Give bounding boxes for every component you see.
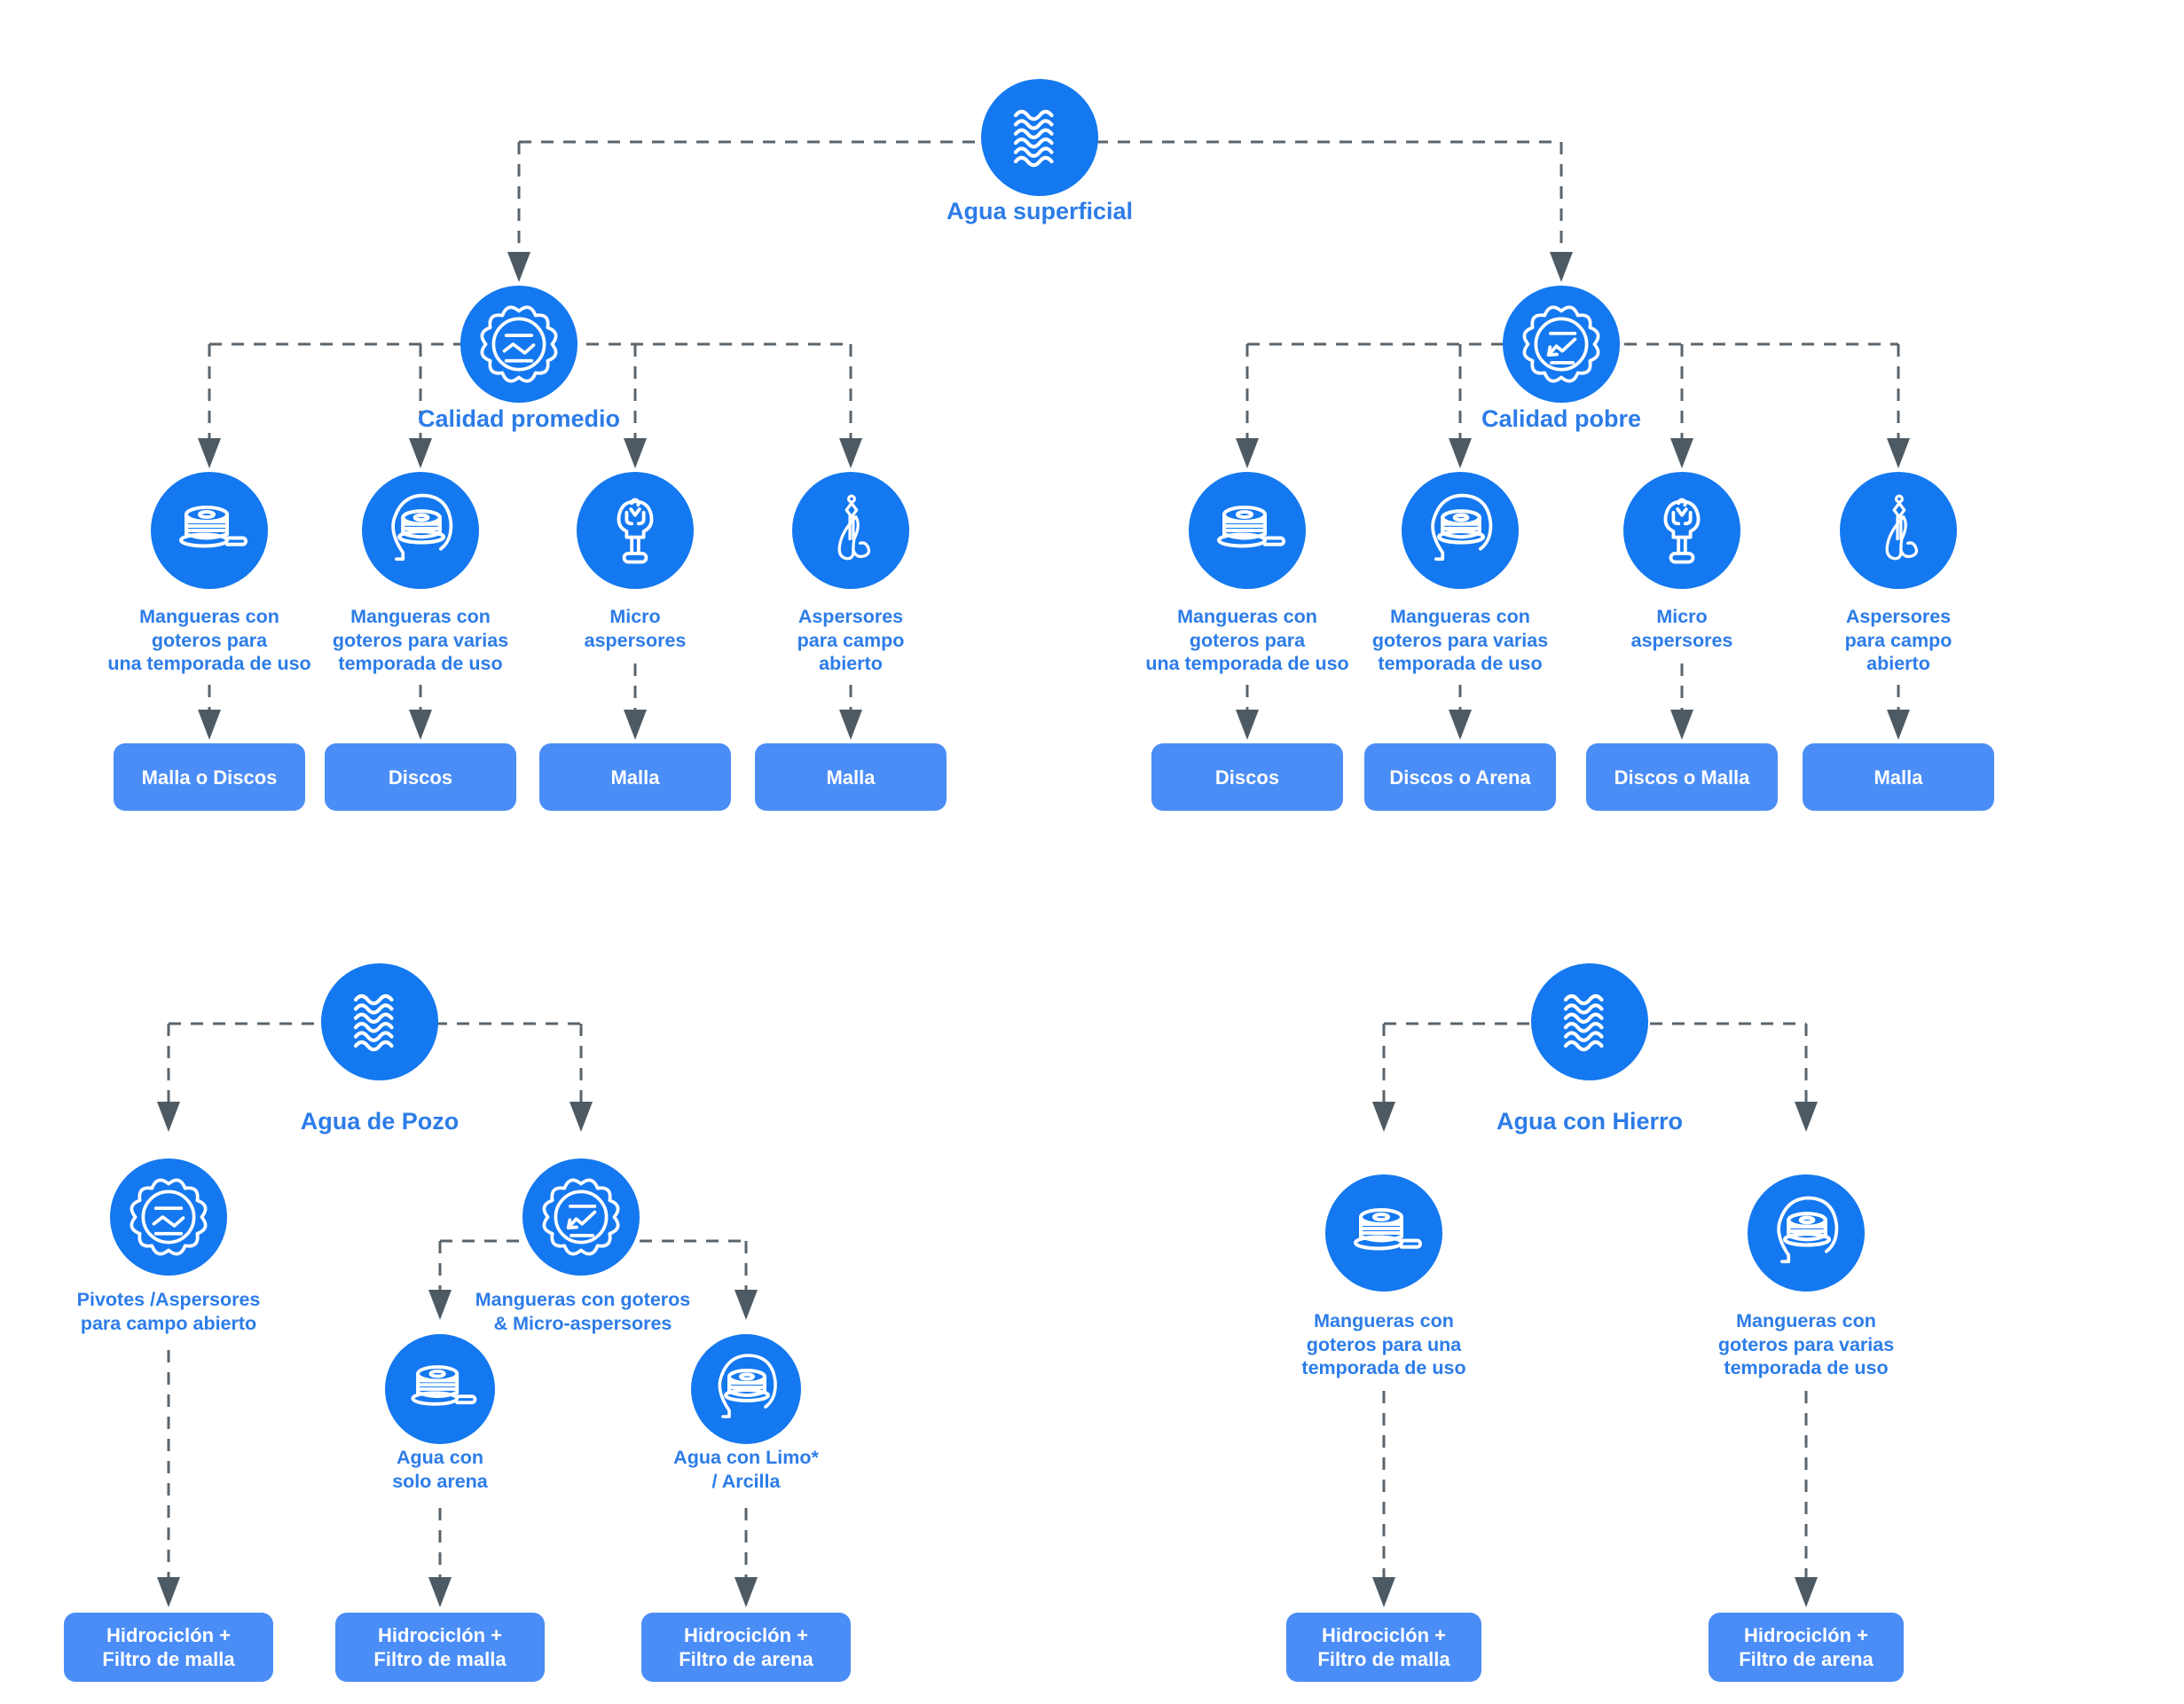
label-calidad-promedio: Calidad promedio [417,405,621,432]
result-box: Hidrociclón + Filtro de arena [1709,1613,1904,1682]
node-mangueras-micro-aspersores [522,1158,640,1276]
label-mangueras-una-temporada: Mangueras con goteros para una temporada… [107,606,311,674]
drip-tape-reel-loop-icon [374,484,467,577]
node-aspersores-campo-abierto [792,472,909,589]
tree1-connectors [198,140,1910,740]
drip-tape-reel-icon [1339,1189,1428,1277]
node-micro-aspersores [577,472,694,589]
label-agua-limo-arcilla: Agua con Limo* / Arcilla [673,1447,819,1492]
result-box: Hidrociclón + Filtro de arena [641,1613,851,1682]
node-agua-de-pozo [321,963,438,1080]
node-mangueras-varias-temporadas [1402,472,1519,589]
field-sprinkler-icon [1856,488,1941,573]
result-box: Hidrociclón + Filtro de malla [64,1613,273,1682]
result-box: Hidrociclón + Filtro de malla [335,1613,545,1682]
water-waves-icon [334,976,426,1068]
label-agua-solo-arena: Agua con solo arena [392,1447,488,1492]
quality-average-badge-icon [120,1168,217,1266]
result-box: Malla [539,743,731,811]
result-box: Malla o Discos [114,743,305,811]
label-mangueras-varias-temporadas: Mangueras con goteros para varias tempor… [1371,606,1549,674]
quality-poor-badge-icon [1512,295,1610,393]
node-agua-limo-arcilla [691,1334,801,1444]
quality-average-badge-icon [470,295,568,393]
drip-tape-reel-icon [165,486,254,575]
water-waves-icon [1544,976,1636,1068]
node-mangueras-varias-temporadas [1748,1174,1865,1292]
result-box: Malla [1803,743,1994,811]
node-agua-solo-arena [385,1334,495,1444]
label-agua-con-hierro: Agua con Hierro [1496,1108,1684,1135]
result-box: Discos [1151,743,1343,811]
label-pivotes-aspersores: Pivotes /Aspersores para campo abierto [76,1289,261,1334]
node-pivotes-aspersores [110,1158,227,1276]
label-mangueras-varias-temporadas: Mangueras con goteros para varias tempor… [332,606,509,674]
node-micro-aspersores [1623,472,1740,589]
label-micro-aspersores: Micro aspersores [1630,606,1733,651]
result-box: Discos [325,743,516,811]
node-mangueras-una-temporada [1189,472,1306,589]
node-aspersores-campo-abierto [1840,472,1957,589]
label-mangueras-varias-temporadas: Mangueras con goteros para varias tempor… [1717,1310,1895,1378]
node-mangueras-una-temporada [1325,1174,1442,1292]
node-mangueras-una-temporada [151,472,268,589]
micro-sprinkler-icon [1639,488,1724,573]
drip-tape-reel-loop-icon [1414,484,1506,577]
label-aspersores-campo-abierto: Aspersores para campo abierto [797,606,905,674]
label-agua-de-pozo: Agua de Pozo [300,1108,460,1135]
label-micro-aspersores: Micro aspersores [584,606,687,651]
node-agua-superficial [981,79,1098,196]
result-box: Discos o Arena [1364,743,1556,811]
label-mangueras-micro-aspersores: Mangueras con goteros & Micro-aspersores [475,1289,691,1334]
result-box: Malla [755,743,947,811]
drip-tape-reel-icon [397,1347,483,1432]
result-box: Discos o Malla [1586,743,1778,811]
node-mangueras-varias-temporadas [362,472,479,589]
label-aspersores-campo-abierto: Aspersores para campo abierto [1844,606,1952,674]
node-agua-con-hierro [1531,963,1648,1080]
drip-tape-reel-icon [1203,486,1292,575]
label-calidad-pobre: Calidad pobre [1481,405,1642,432]
node-calidad-promedio [460,286,577,403]
label-mangueras-una-temporada: Mangueras con goteros para una temporada… [1301,1310,1466,1378]
quality-poor-badge-icon [532,1168,630,1266]
drip-tape-reel-loop-icon [1760,1187,1852,1279]
field-sprinkler-icon [808,488,893,573]
water-waves-icon [994,91,1086,184]
node-calidad-pobre [1503,286,1620,403]
drip-tape-reel-loop-icon [702,1345,790,1433]
micro-sprinkler-icon [593,488,678,573]
result-box: Hidrociclón + Filtro de malla [1286,1613,1481,1682]
label-mangueras-una-temporada: Mangueras con goteros para una temporada… [1145,606,1349,674]
label-agua-superficial: Agua superficial [946,198,1134,224]
